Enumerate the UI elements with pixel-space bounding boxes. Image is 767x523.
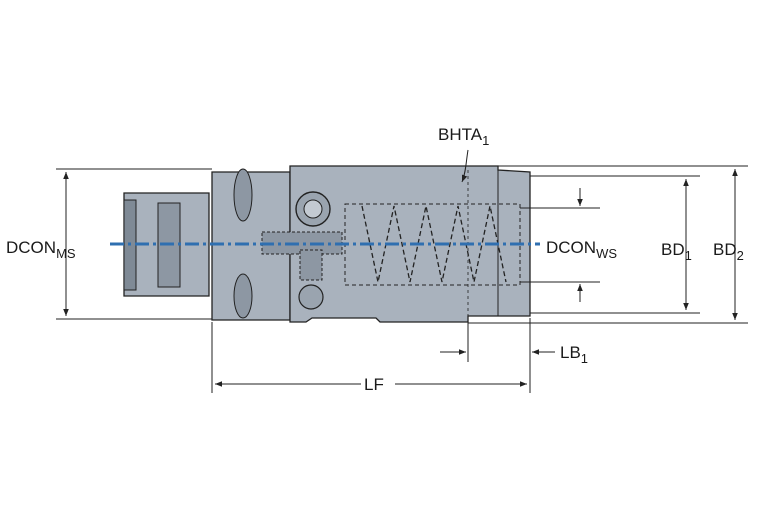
flange-slot-bottom [233, 273, 253, 319]
label-lf: LF [364, 375, 384, 394]
screw-bottom [298, 284, 324, 310]
label-bd2: BD2 [713, 240, 744, 263]
label-bd1: BD1 [661, 240, 692, 263]
label-dcon-ms: DCONMS [6, 238, 76, 261]
label-bhta1: BHTA1 [438, 125, 489, 148]
internal-bore [344, 203, 521, 286]
bhta1-leader [461, 149, 469, 183]
label-dcon-ws: DCONWS [546, 238, 617, 261]
label-lb1: LB1 [560, 343, 588, 366]
flange-slot-top [233, 168, 253, 222]
